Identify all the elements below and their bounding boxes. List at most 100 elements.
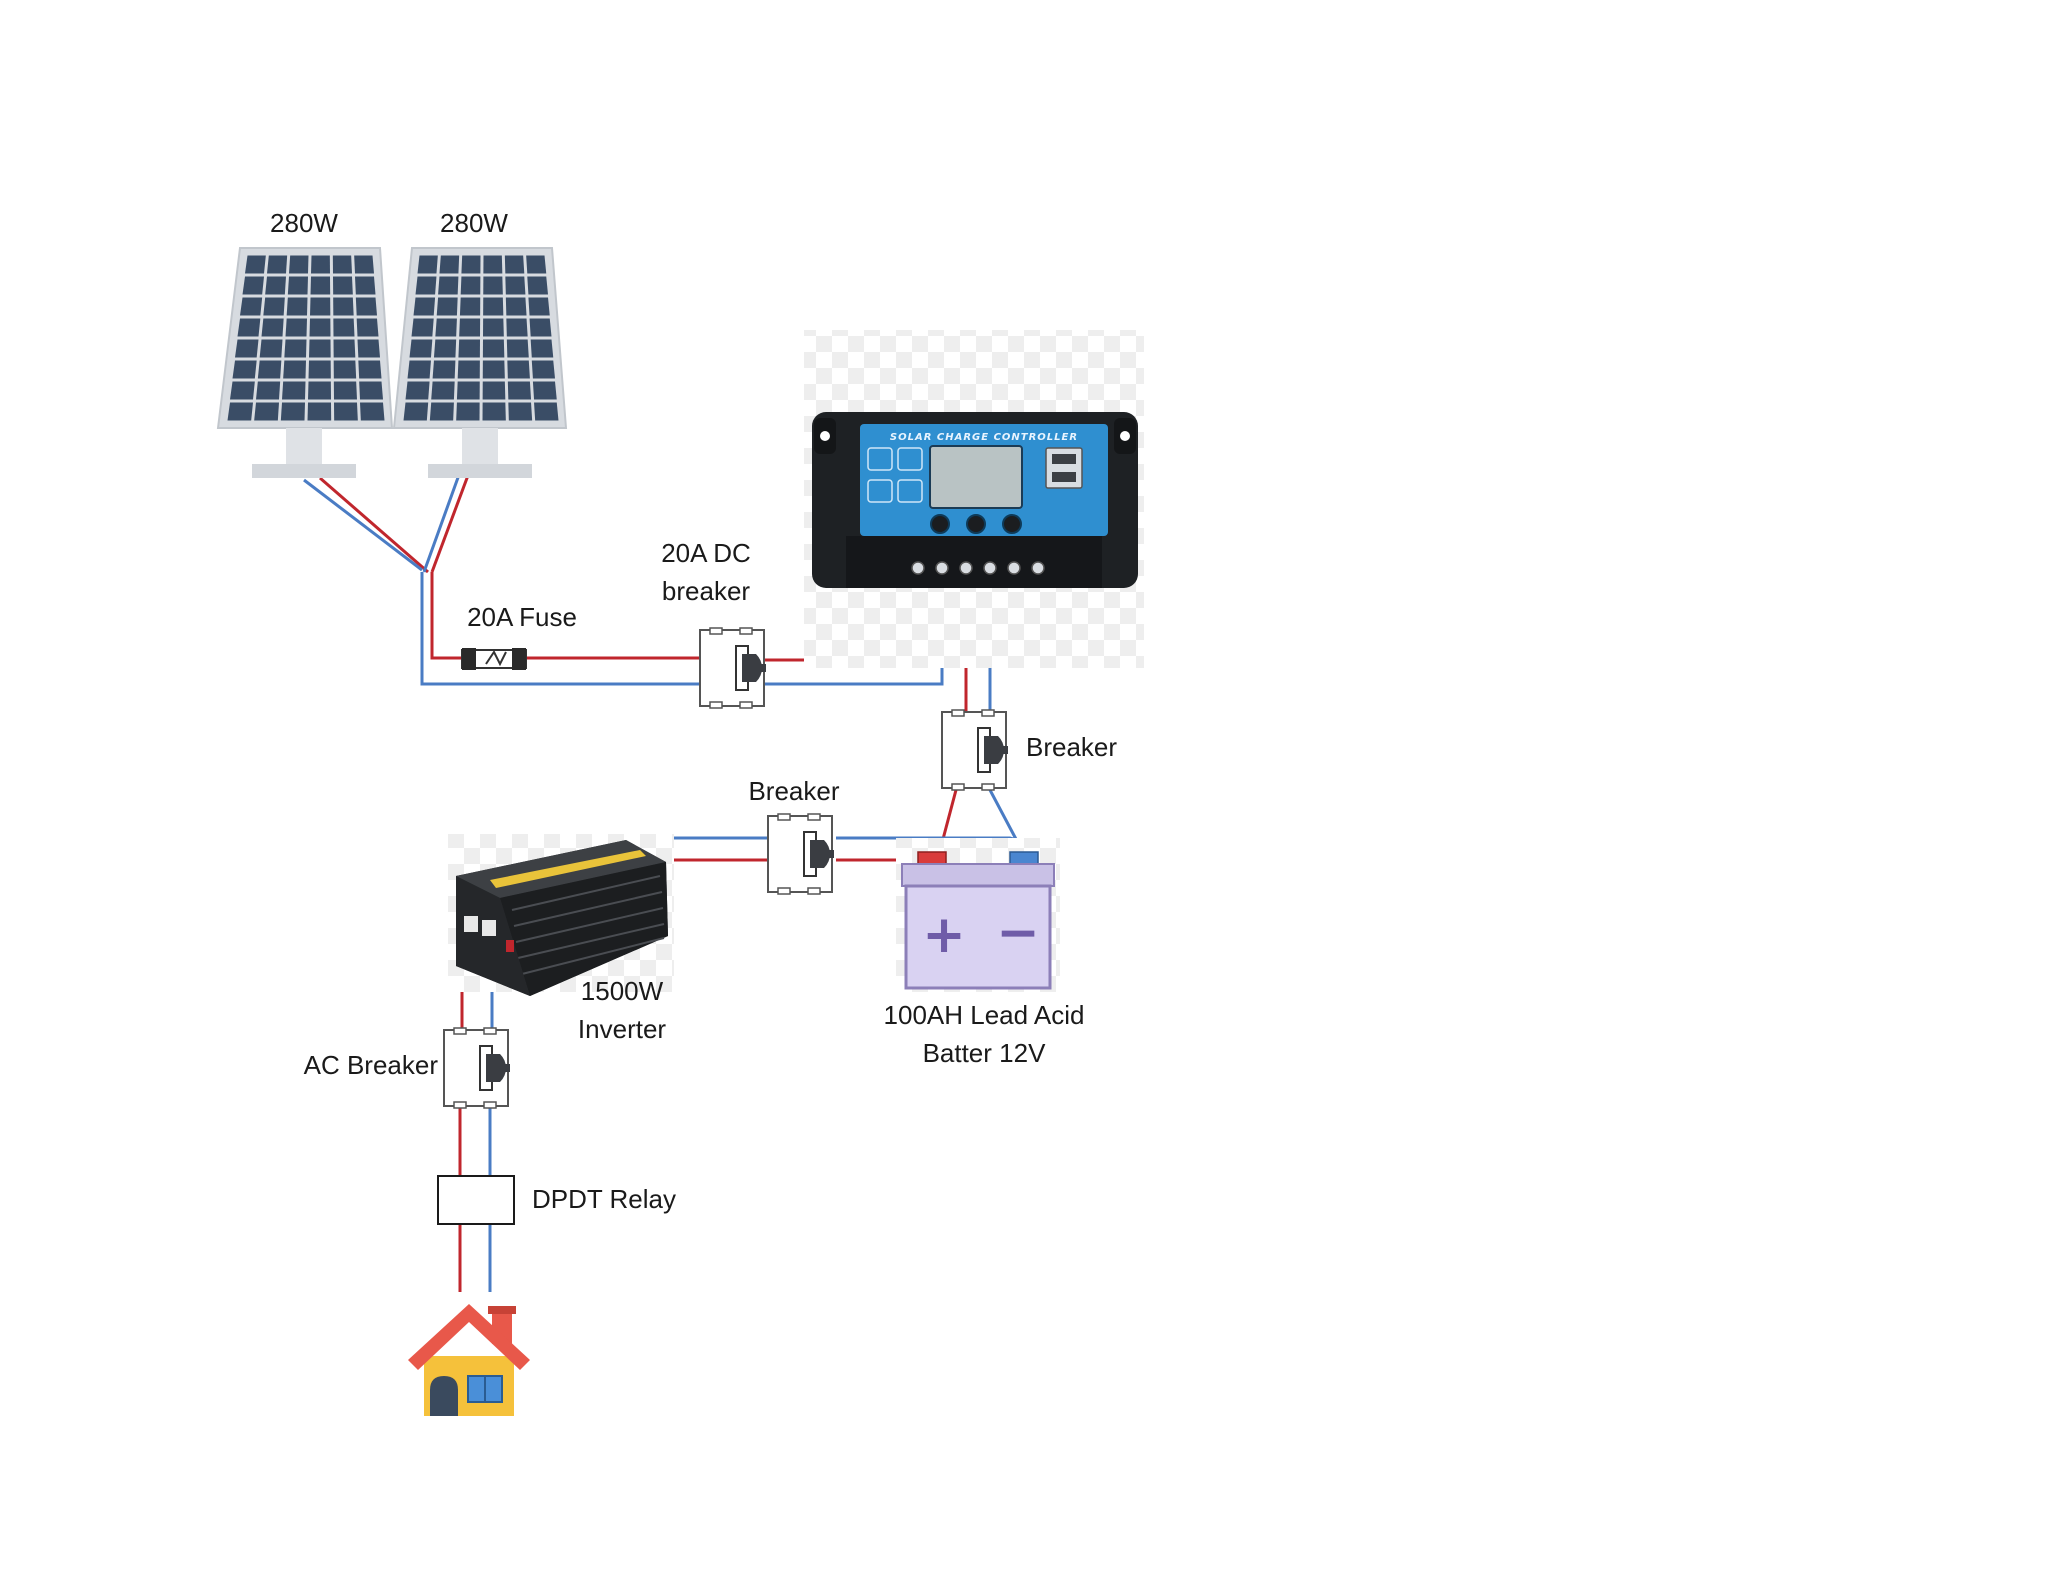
- solar-cell: [263, 297, 285, 316]
- controller-button: [966, 514, 986, 534]
- controller-terminal: [1031, 561, 1045, 575]
- controller-terminal: [935, 561, 949, 575]
- solar-cell: [311, 255, 330, 274]
- solar-cell: [227, 402, 253, 421]
- ac-breaker-label: AC Breaker: [304, 1050, 439, 1080]
- solar-cell: [433, 339, 457, 358]
- solar-cell: [354, 255, 374, 274]
- solar-cell: [482, 402, 506, 421]
- solar-cell: [355, 276, 376, 295]
- solar-cell: [413, 297, 436, 316]
- controller-lcd: [929, 445, 1023, 509]
- dc-breaker-label-line2: breaker: [662, 576, 750, 606]
- solar-cell: [259, 339, 283, 358]
- solar-cell: [432, 360, 456, 379]
- solar-cell: [283, 360, 306, 379]
- panel-right-label: 280W: [440, 208, 508, 238]
- solar-cell: [360, 402, 385, 421]
- solar-cell: [483, 276, 503, 295]
- solar-cell: [436, 297, 458, 316]
- solar-cell: [309, 339, 331, 358]
- solar-cell: [309, 318, 331, 337]
- solar-cell: [482, 381, 506, 400]
- solar-cell: [232, 360, 257, 379]
- solar-cell: [333, 360, 357, 379]
- solar-cell: [256, 381, 281, 400]
- controller-title: SOLAR CHARGE CONTROLLER: [890, 432, 1078, 443]
- solar-cell: [257, 360, 282, 379]
- wire-panel-left-positive: [319, 476, 429, 574]
- solar-cell: [308, 381, 331, 400]
- solar-cell: [357, 339, 380, 358]
- solar-cell: [403, 402, 429, 421]
- fuse: 20A Fuse: [461, 602, 577, 670]
- solar-cell: [286, 297, 308, 316]
- house: [408, 1304, 530, 1416]
- solar-cell: [285, 318, 307, 337]
- inverter-breaker-label: Breaker: [748, 776, 839, 806]
- battery-plus-symbol: +: [922, 905, 966, 965]
- solar-cell: [429, 402, 454, 421]
- solar-cell: [409, 339, 433, 358]
- relay-icon: [437, 1175, 515, 1225]
- wire-panel-left-negative: [303, 478, 423, 572]
- solar-cell: [254, 402, 279, 421]
- battery-breaker: Breaker: [941, 709, 1117, 791]
- solar-cell: [261, 318, 284, 337]
- solar-cell: [461, 255, 481, 274]
- relay-label: DPDT Relay: [532, 1184, 676, 1214]
- controller-terminal: [959, 561, 973, 575]
- solar-cell: [282, 381, 306, 400]
- solar-cell: [534, 402, 559, 421]
- controller-terminal: [911, 561, 925, 575]
- solar-cell: [240, 297, 263, 316]
- solar-cell: [334, 402, 358, 421]
- solar-cell: [507, 360, 530, 379]
- inverter-label-line1: 1500W: [581, 976, 664, 1006]
- solar-cell: [359, 381, 383, 400]
- solar-cell: [529, 318, 552, 337]
- wire-panel-right-positive: [430, 469, 472, 573]
- controller-button: [1002, 514, 1022, 534]
- solar-cell: [457, 360, 480, 379]
- solar-cell: [482, 339, 505, 358]
- solar-cell: [504, 255, 525, 274]
- solar-cell: [333, 339, 356, 358]
- solar-cell: [505, 297, 527, 316]
- wire-panel-right-negative: [422, 471, 462, 573]
- fuse-label: 20A Fuse: [467, 602, 577, 632]
- solar-cell: [333, 276, 353, 295]
- inverter-icon: [456, 840, 668, 996]
- wire-pv-negative-run: [420, 572, 700, 686]
- solar-cell: [506, 318, 528, 337]
- solar-cell: [280, 402, 305, 421]
- battery-icon: + −: [901, 851, 1055, 990]
- solar-cell: [417, 255, 438, 274]
- solar-cell: [333, 318, 355, 337]
- solar-cell: [333, 297, 354, 316]
- solar-cell: [333, 381, 357, 400]
- fuse-icon: [461, 648, 527, 670]
- solar-cell: [355, 297, 377, 316]
- battery-minus-symbol: −: [996, 903, 1040, 963]
- controller-terminal: [983, 561, 997, 575]
- solar-cell: [235, 339, 259, 358]
- solar-cell: [287, 276, 308, 295]
- solar-cell: [405, 381, 430, 400]
- solar-cell: [483, 255, 503, 274]
- solar-cell: [459, 297, 481, 316]
- solar-cell: [356, 318, 379, 337]
- solar-cell: [265, 276, 286, 295]
- solar-cell: [307, 402, 332, 421]
- solar-cell: [527, 276, 548, 295]
- solar-panel-icon: [392, 247, 568, 478]
- battery: + − 100AH Lead Acid Batter 12V: [884, 838, 1084, 1068]
- solar-cell: [483, 297, 504, 316]
- wire-pv-positive-run: [430, 572, 700, 660]
- solar-cell: [528, 297, 550, 316]
- solar-cell: [310, 297, 331, 316]
- battery-label-line2: Batter 12V: [923, 1038, 1047, 1068]
- solar-cell: [482, 360, 505, 379]
- solar-cell: [532, 381, 557, 400]
- inverter-label-line2: Inverter: [578, 1014, 666, 1044]
